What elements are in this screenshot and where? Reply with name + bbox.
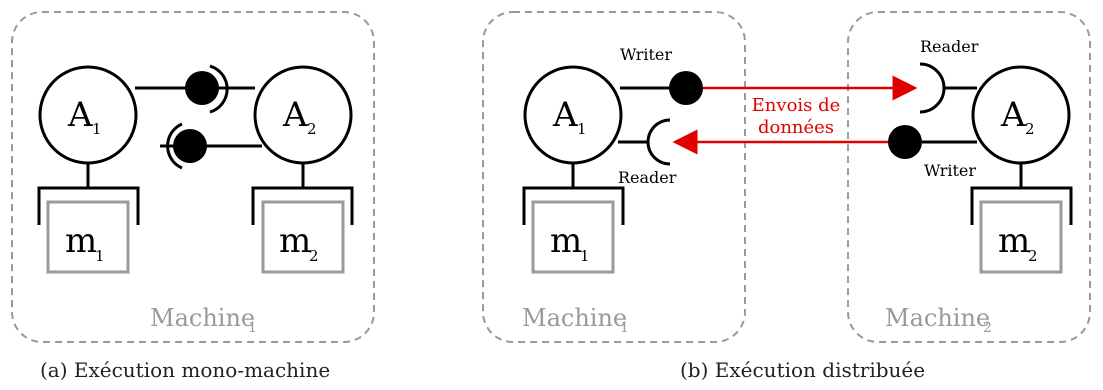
agent-a2-index: 2 [307,120,317,138]
b-mem2-bracket [970,186,1073,225]
machine-a-label: Machine [150,304,255,332]
machine-b1-index: 1 [620,320,629,336]
agent-b2-index: 2 [1025,120,1035,138]
data-label-line2: données [758,117,834,138]
writer-dot-right [888,125,922,159]
writer-dot-bottom [173,129,207,163]
reader-right-label: Reader [920,37,979,56]
panel-b: A 1 Writer Reader m 1 Machine 1 Envois d… [482,11,1091,382]
data-label-bg [747,94,845,138]
writer-right-label: Writer [924,161,976,180]
agent-a1-letter: A [67,95,93,135]
memory-m2-index: 2 [309,247,319,265]
reader-cup-left [646,118,671,166]
mem2-bracket [251,186,354,225]
memory-m1-index: 1 [95,247,105,265]
data-label-line1: Envois de [752,95,841,116]
caption-b: (b) Exécution distribuée [680,358,925,382]
agent-a1-index: 1 [92,120,102,138]
writer-dot-top [185,71,219,105]
memory-b-m1-box [531,200,615,274]
agent-b1-index: 1 [577,120,587,138]
reader-left-label: Reader [618,168,677,187]
agent-b1-letter: A [552,95,578,135]
memory-m1-box [46,200,130,274]
memory-b-m2-index: 2 [1028,247,1038,265]
memory-b-m2-letter: m [998,221,1030,261]
memory-b-m2-box [979,200,1063,274]
machine-b2-index: 2 [983,320,992,336]
writer-dot-left [669,71,703,105]
writer-left-label: Writer [620,45,672,64]
machine-b1-label: Machine [522,304,627,332]
reader-cup-right [919,62,946,114]
machine-b1-box [482,11,746,343]
memory-m2-letter: m [279,221,311,261]
machine-b2-box [847,11,1091,343]
machine-a-index: 1 [248,320,257,336]
mem1-bracket [37,186,140,225]
b-mem1-bracket [522,186,625,225]
reader-cup-top [209,64,229,114]
panel-a: A 1 A 2 m 1 m 2 Machine 1 (a) Exécution … [11,11,375,382]
machine-a-box [11,11,375,343]
reader-cup-bottom [166,122,183,170]
agent-a2-letter: A [282,95,308,135]
memory-m1-letter: m [65,221,97,261]
memory-m2-box [261,200,345,274]
agent-b2-letter: A [1000,95,1026,135]
memory-b-m1-letter: m [550,221,582,261]
caption-a: (a) Exécution mono-machine [40,358,330,382]
memory-b-m1-index: 1 [580,247,590,265]
machine-b2-label: Machine [885,304,990,332]
